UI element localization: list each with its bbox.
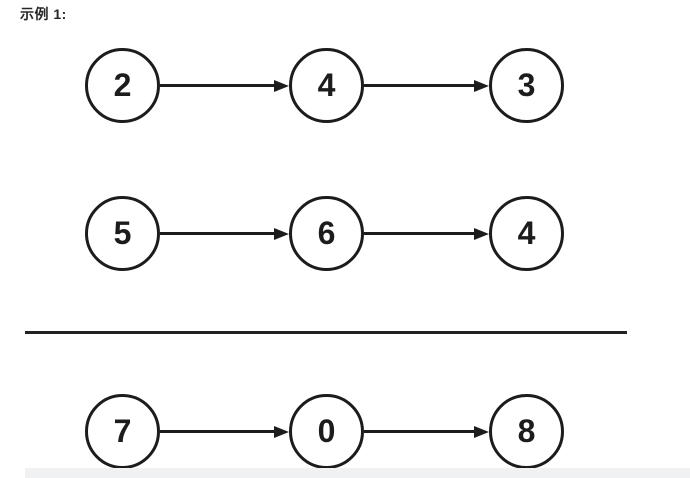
- arrow-right-icon: [364, 430, 474, 433]
- node-value: 4: [317, 67, 336, 103]
- node-value: 6: [317, 215, 336, 251]
- node-circle: 4: [489, 196, 564, 271]
- separator-line: [25, 331, 627, 334]
- node-value: 3: [517, 67, 536, 103]
- node-circle: 4: [289, 48, 364, 123]
- arrow-right-icon: [160, 430, 274, 433]
- node-value: 5: [113, 215, 132, 251]
- bottom-strip: [25, 468, 690, 478]
- node-value: 4: [517, 215, 536, 251]
- arrow-right-icon: [364, 232, 474, 235]
- node-circle: 7: [85, 394, 160, 469]
- arrow-right-icon: [160, 232, 274, 235]
- example-label: 示例 1:: [20, 6, 67, 22]
- arrow-right-icon: [160, 84, 274, 87]
- node-circle: 0: [289, 394, 364, 469]
- node-circle: 5: [85, 196, 160, 271]
- node-circle: 6: [289, 196, 364, 271]
- node-value: 7: [113, 413, 132, 449]
- arrow-right-icon: [364, 84, 474, 87]
- node-value: 2: [113, 67, 132, 103]
- node-value: 8: [517, 413, 536, 449]
- node-circle: 2: [85, 48, 160, 123]
- node-value: 0: [317, 413, 336, 449]
- node-circle: 3: [489, 48, 564, 123]
- node-circle: 8: [489, 394, 564, 469]
